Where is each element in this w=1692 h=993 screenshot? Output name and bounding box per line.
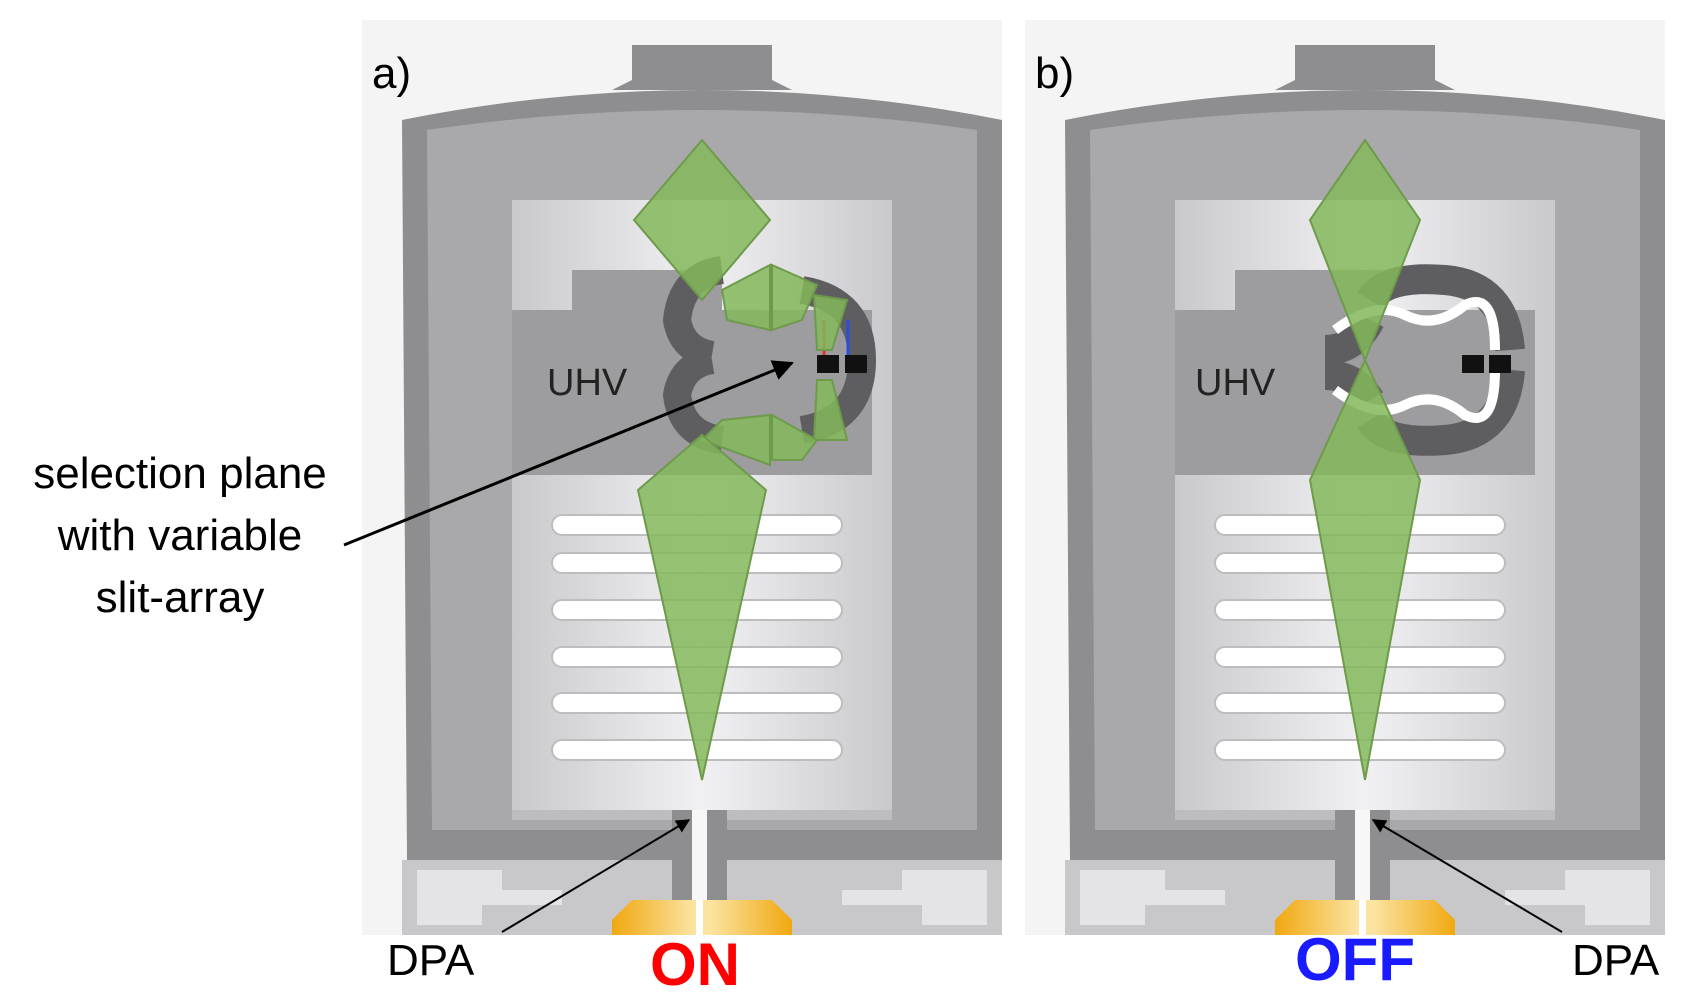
selection-plane-label-line2: with variable <box>57 511 303 560</box>
state-label-off: OFF <box>1295 926 1415 993</box>
slit-array-block-a <box>817 355 839 373</box>
chamber-label-b: UHV <box>1195 362 1276 404</box>
selection-plane-label-line3: slit-array <box>96 573 265 622</box>
beam-envelope-b <box>1308 138 1422 781</box>
beam-envelope-a <box>632 138 849 781</box>
panel-b-letter: b) <box>1035 49 1074 98</box>
slit-array-block-a2 <box>845 355 867 373</box>
dpa-arrow-b <box>1371 819 1563 933</box>
dpa-arrow-a <box>501 819 691 933</box>
panel-a-letter: a) <box>372 49 411 98</box>
panel-a: a) UHV <box>343 19 1003 936</box>
selection-plane-label-line1: selection plane <box>33 449 327 498</box>
panel-b: b) UHV <box>1024 19 1666 936</box>
selection-plane-arrow <box>343 360 794 547</box>
dpa-label-right: DPA <box>1572 936 1660 985</box>
state-label-on: ON <box>650 931 740 993</box>
dpa-label-left: DPA <box>387 936 475 985</box>
chamber-label-a: UHV <box>547 362 628 404</box>
